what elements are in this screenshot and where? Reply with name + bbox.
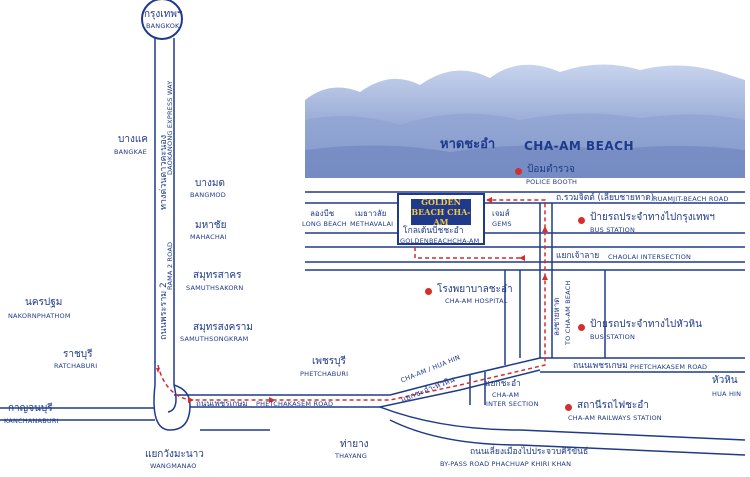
place-huahin-english: HUA HIN	[712, 390, 742, 398]
chaam-intersection-thai: แยกชะอำ	[485, 379, 521, 389]
bangkok-circle	[141, 0, 183, 40]
route-arrows	[156, 197, 548, 403]
place-bangmod-thai: บางมด	[195, 178, 225, 189]
place-gems-english: GEMS	[492, 220, 512, 228]
chaolai-intersection-english: CHAOLAI INTERSECTION	[608, 253, 692, 261]
poi-bus-bangkok-thai: ป้ายรถประจำทางไปกรุงเทพฯ	[590, 212, 715, 223]
place-mahachai-english: MAHACHAI	[190, 233, 227, 241]
poi-hospital-english: CHA-AM HOSPITAL	[445, 297, 508, 305]
beach-name-thai: หาดชะอำ	[440, 137, 496, 152]
beach-name-english: CHA-AM BEACH	[524, 139, 635, 153]
hotel-label-english: GOLDENBEACHCHA-AM	[400, 237, 480, 245]
place-bangmod-english: BANGMOD	[190, 191, 226, 199]
rama2-label-thai: ถนนพระราม 2	[159, 282, 169, 340]
place-samutsongkram-english: SAMUTHSONGKRAM	[180, 335, 249, 343]
poi-railway-english: CHA-AM RAILWAYS STATION	[568, 414, 662, 422]
place-longbeach-thai: ลองบีช	[310, 209, 335, 218]
place-ratchaburi-english: RATCHABURI	[54, 362, 98, 370]
chaam-intersection-english-1: CHA-AM	[492, 391, 520, 399]
place-phetchaburi-thai: เพชรบุรี	[312, 356, 346, 367]
poi-police-dot	[515, 168, 522, 175]
poi-bus-huahin-english: BUS STATION	[590, 333, 636, 341]
poi-bus-bangkok-english: BUS STATION	[590, 226, 636, 234]
phetchakasem-east-thai: ถนนเพชรเกษม	[573, 361, 628, 371]
place-bangkok-english: BANGKOK	[146, 22, 180, 30]
phetchakasem-west-thai: ถนนเพชรเกษม	[196, 399, 248, 408]
place-wangmanao-thai: แยกวังมะนาว	[145, 449, 204, 460]
to-beach-thai: ลงชายหาด	[552, 297, 561, 336]
ruamjit-road-thai: ถ.รวมจิตต์ (เลียบชายหาด)	[556, 193, 655, 203]
hotel-label-thai: โกลเด้นบีชชะอำ	[403, 226, 464, 236]
place-ratchaburi-thai: ราชบุรี	[63, 349, 93, 360]
place-kanchanaburi-english: KANCHANABURI	[4, 417, 59, 425]
place-nakornpathom-thai: นครปฐม	[25, 297, 63, 308]
route-line	[157, 199, 546, 401]
place-methavalai-english: METHAVALAI	[350, 220, 394, 228]
bypass-road-thai: ถนนเลี่ยงเมืองไปประจวบคีรีขันธ์	[470, 447, 589, 457]
place-kanchanaburi-thai: กาญจนบุรี	[8, 403, 53, 414]
place-huahin-thai: หัวหิน	[712, 375, 738, 386]
place-bangkae-english: BANGKAE	[114, 148, 147, 156]
place-samutsakorn-english: SAMUTHSAKORN	[186, 284, 244, 292]
mountains	[305, 64, 745, 178]
place-nakornpathom-english: NAKORNPHATHOM	[8, 312, 71, 320]
place-methavalai-thai: เมธาวลัย	[355, 209, 387, 218]
hotel-marker[interactable]: GOLDEN BEACH CHA-AM	[397, 193, 485, 245]
to-beach-english: TO CHA-AM BEACH	[564, 280, 572, 345]
bypass-road-english: BY-PASS ROAD PHACHUAP KHIRI KHAN	[440, 460, 572, 468]
poi-hospital-thai: โรงพยาบาลชะอำ	[437, 284, 513, 295]
place-bangkok-thai: กรุงเทพฯ	[144, 9, 183, 20]
place-longbeach-english: LONG BEACH	[302, 220, 347, 228]
poi-bus-huahin-dot	[578, 324, 585, 331]
chaolai-intersection-thai: แยกเจ้าลาย	[556, 251, 600, 261]
poi-hospital-dot	[425, 288, 432, 295]
poi-police-thai: ป้อมตำรวจ	[527, 164, 575, 175]
place-wangmanao-english: WANGMANAO	[150, 462, 197, 470]
phetchakasem-west-english: PHETCHAKASEM ROAD	[256, 400, 334, 408]
place-bangkae-thai: บางแค	[118, 134, 148, 145]
poi-railway-thai: สถานีรถไฟชะอำ	[577, 400, 649, 411]
place-thayang-thai: ท่ายาง	[340, 439, 369, 450]
poi-bus-huahin-thai: ป้ายรถประจำทางไปหัวหิน	[590, 319, 702, 330]
rama2-label-english: RAMA 2 ROAD	[166, 241, 174, 290]
poi-police-english: POLICE BOOTH	[526, 178, 578, 186]
place-samutsongkram-thai: สมุทรสงคราม	[193, 322, 253, 333]
place-samutsakorn-thai: สมุทรสาคร	[193, 270, 242, 281]
hotel-logo: GOLDEN BEACH CHA-AM	[411, 197, 471, 227]
chaam-intersection-english-2: INTER SECTION	[486, 400, 539, 408]
phetchakasem-east-english: PHETCHAKASEM ROAD	[630, 363, 708, 371]
place-phetchaburi-english: PHETCHABURI	[300, 370, 349, 378]
place-gems-thai: เจมส์	[492, 209, 510, 218]
expressway-label-english: DAOKANONG EXPRESS WAY	[166, 80, 174, 175]
place-thayang-english: THAYANG	[335, 452, 368, 460]
poi-railway-dot	[565, 404, 572, 411]
poi-bus-bangkok-dot	[578, 217, 585, 224]
place-mahachai-thai: มหาชัย	[195, 220, 227, 231]
ruamjit-road-english: RUAMJIT-BEACH ROAD	[653, 195, 729, 203]
